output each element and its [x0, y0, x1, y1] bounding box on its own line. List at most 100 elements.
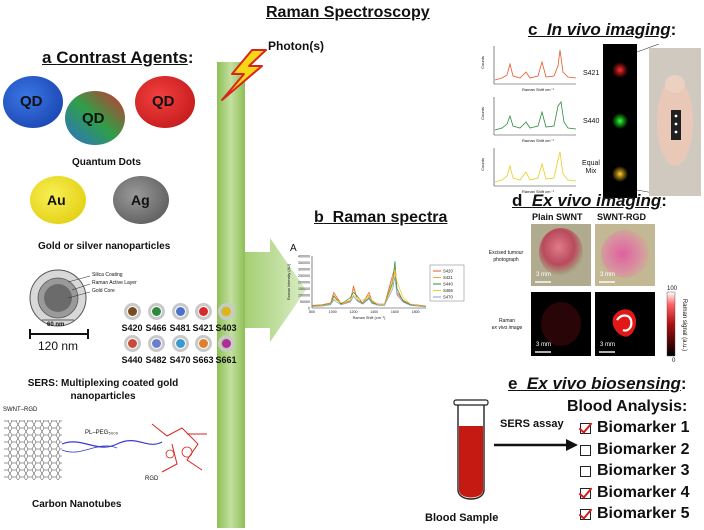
blood-tube — [453, 399, 489, 500]
nanoparticles-caption: Gold or silver nanoparticles — [38, 241, 171, 252]
checkbox-icon — [580, 444, 591, 456]
swatch: S420 — [117, 303, 147, 333]
in-vivo-label-s421: S421 — [583, 70, 600, 77]
metal-nanoparticles-graphic — [30, 176, 169, 224]
in-vivo-ylabel-1: Counts — [479, 56, 485, 69]
y-tick-label: 50000 — [300, 300, 310, 304]
legend-label: S420 — [443, 269, 453, 274]
y-tick-label: 200000 — [298, 281, 310, 285]
carbon-nanotubes-caption: Carbon Nanotubes — [32, 499, 122, 510]
in-vivo-xlabel-2: Raman Shift cm⁻¹ — [522, 138, 554, 143]
assay-arrow — [494, 439, 578, 451]
ex-vivo-col-plain: Plain SWNT — [532, 212, 583, 222]
layer-label-silica: Silica Coating — [92, 272, 123, 278]
swatch: S663 — [188, 335, 218, 365]
swatch: S661 — [211, 335, 241, 365]
quantum-dots-graphic — [3, 76, 195, 145]
swatch: S470 — [165, 335, 195, 365]
checkbox-icon — [580, 422, 591, 434]
panel-a-title: a Contrast Agents: — [42, 48, 194, 67]
peg-label: PL–PEG₅₀₀₀ — [85, 430, 119, 436]
qd-label-3: QD — [152, 93, 175, 110]
qd-blue — [3, 76, 63, 128]
colorbar-label: Raman signal (a.u.) — [681, 298, 688, 352]
ex-vivo-scale-2: 3 mm — [600, 272, 615, 278]
blood-sample-label: Blood Sample — [425, 512, 499, 524]
series-line-S440 — [311, 261, 427, 307]
in-vivo-xlabel-3: Raman Shift cm⁻¹ — [522, 189, 554, 194]
qd-red — [135, 76, 195, 128]
legend-label: S470 — [443, 295, 453, 300]
au-label: Au — [47, 192, 66, 208]
panel-e-title: e Ex vivo biosensing: — [508, 374, 687, 393]
swnt-label: SWNT–RGD — [3, 407, 38, 413]
biomarker-2: Biomarker 2 — [580, 441, 690, 459]
ag-particle — [113, 176, 169, 224]
x-tick-label: 1000 — [329, 310, 337, 314]
ag-label: Ag — [131, 192, 150, 208]
beam-arrow — [245, 238, 306, 342]
legend-label: S466 — [443, 288, 453, 293]
panel-b-letter-A: A — [290, 243, 297, 254]
ex-vivo-row-photo: Excised tumour photograph — [488, 250, 524, 263]
y-tick-label: 400000 — [298, 255, 310, 259]
au-particle — [30, 176, 86, 224]
core-size-label: 60 nm — [47, 322, 65, 328]
panel-c-title: c In vivo imaging: — [528, 20, 677, 39]
series-line-S421 — [311, 272, 427, 307]
y-tick-label: 150000 — [298, 287, 310, 291]
biomarker-1: Biomarker 1 — [580, 419, 690, 437]
legend-label: S421 — [443, 275, 453, 280]
ex-vivo-scale-3: 3 mm — [536, 342, 551, 348]
sers-caption: SERS: Multiplexing coated gold nanoparti… — [27, 378, 179, 402]
panel-b-title: b Raman spectra — [314, 209, 448, 226]
lightning-icon — [221, 49, 267, 101]
beam-bar — [217, 62, 245, 528]
swatch: S421 — [188, 303, 218, 333]
y-tick-label: 300000 — [298, 268, 310, 272]
in-vivo-xlabel-1: Raman Shift cm⁻¹ — [522, 87, 554, 92]
x-tick-label: 1600 — [391, 310, 399, 314]
swatch: S481 — [165, 303, 195, 333]
legend-label: S440 — [443, 282, 453, 287]
ex-vivo-scale-4: 3 mm — [600, 342, 615, 348]
ex-vivo-scale-1: 3 mm — [536, 272, 551, 278]
carbon-nanotube-graphic — [4, 420, 207, 480]
y-tick-label: 350000 — [298, 261, 310, 265]
in-vivo-label-mix: Equal Mix — [582, 160, 600, 175]
swatch: S403 — [211, 303, 241, 333]
y-tick-label: 0 — [308, 307, 310, 311]
checkbox-icon — [580, 487, 591, 499]
qd-green — [65, 91, 125, 145]
colorbar-top: 100 — [667, 286, 678, 292]
x-tick-label: 1400 — [370, 310, 378, 314]
quantum-dots-caption: Quantum Dots — [72, 157, 141, 168]
in-vivo-ylabel-2: Counts — [479, 107, 485, 120]
biomarker-5: Biomarker 5 — [580, 505, 690, 523]
qd-label-1: QD — [20, 93, 43, 110]
x-tick-label: 1800 — [412, 310, 420, 314]
swatch: S440 — [117, 335, 147, 365]
sers-particle-graphic — [29, 269, 91, 339]
biomarker-3: Biomarker 3 — [580, 462, 690, 480]
rgd-label: RGD — [145, 476, 159, 482]
biomarker-4: Biomarker 4 — [580, 484, 690, 502]
in-vivo-label-s440: S440 — [583, 118, 600, 125]
photon-label: Photon(s) — [268, 39, 324, 53]
y-tick-label: 250000 — [298, 274, 310, 278]
series-line-S466 — [311, 268, 427, 308]
sers-assay-label: SERS assay — [500, 418, 564, 430]
swatch: S466 — [141, 303, 171, 333]
swatch: S482 — [141, 335, 171, 365]
scale-bar-label: 120 nm — [38, 339, 79, 353]
y-tick-label: 100000 — [298, 294, 310, 298]
header-title: Raman Spectroscopy — [266, 4, 430, 21]
ex-vivo-images — [531, 224, 676, 357]
in-vivo-images — [603, 44, 701, 198]
ex-vivo-col-rgd: SWNT-RGD — [597, 212, 646, 222]
panel-d-title: d Ex vivo imaging: — [512, 191, 667, 210]
checkbox-icon — [580, 465, 591, 477]
layer-label-raman: Raman Active Layer — [92, 280, 137, 286]
